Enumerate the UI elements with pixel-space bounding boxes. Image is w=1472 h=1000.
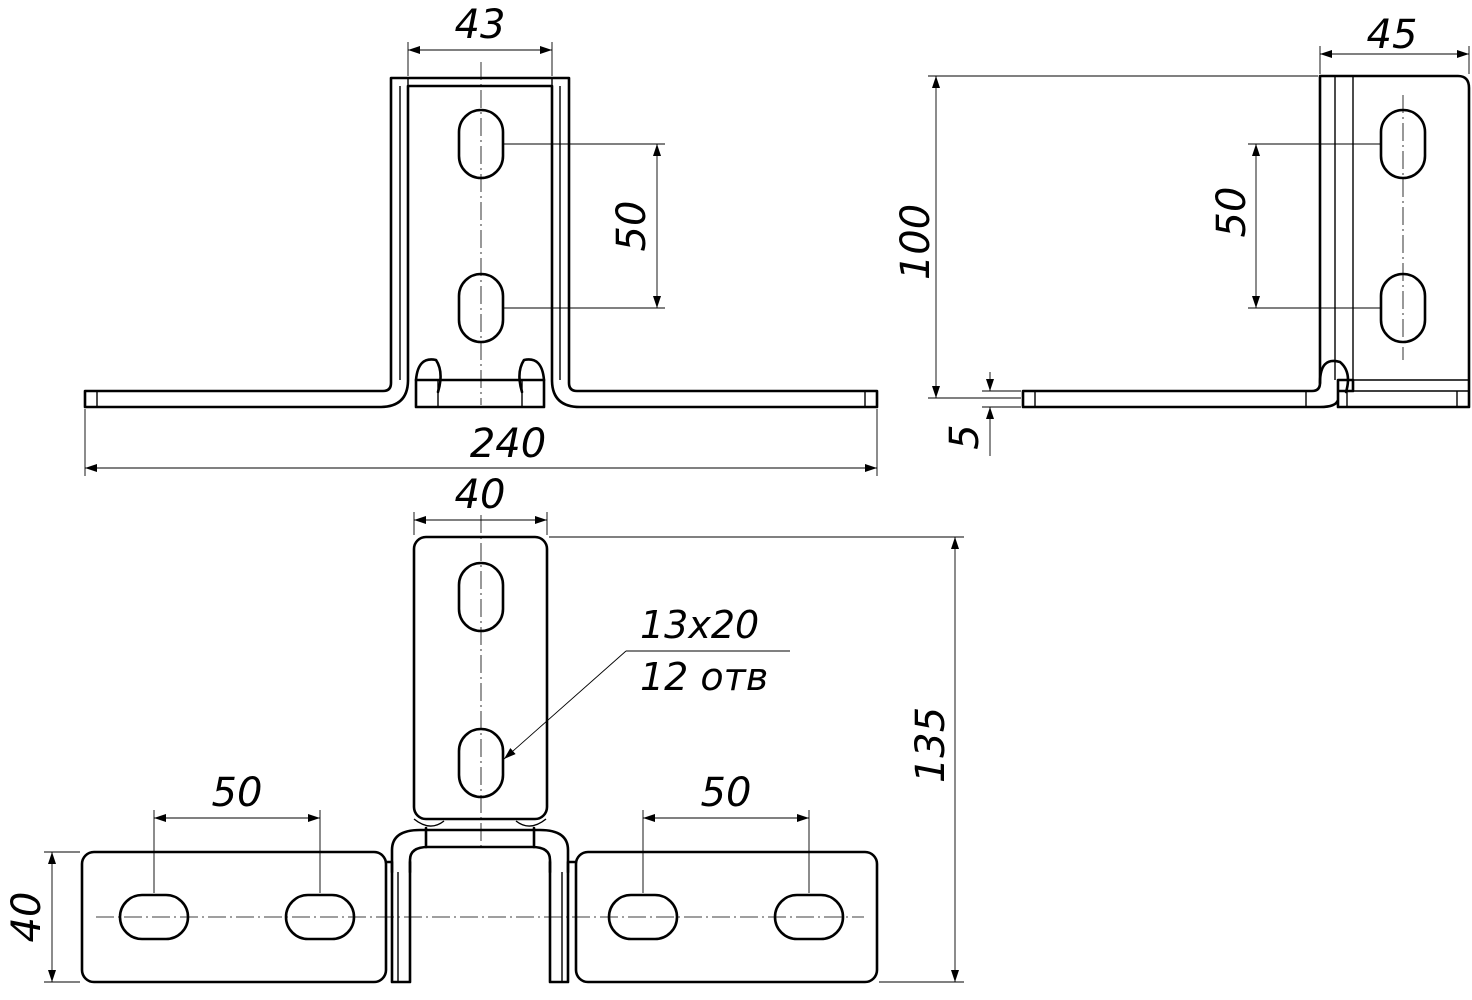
- side-view: 45 100 50 5: [893, 12, 1471, 456]
- side-depth-dimension: 45: [1367, 12, 1418, 58]
- plan-right-slot-pitch-dimension: 50: [701, 770, 752, 816]
- hole-count-note: 12 отв: [640, 655, 768, 699]
- front-view-outline: [83, 76, 879, 409]
- side-thickness-dimension: 5: [942, 424, 988, 449]
- side-slot-pitch-dimension: 50: [1209, 187, 1255, 238]
- plan-flange-width-dimension: 40: [4, 892, 50, 943]
- plan-view: 40 135 50 50 40 13x20 12 отв: [4, 472, 964, 984]
- side-view-outline: [1021, 74, 1471, 409]
- plan-upright-tab: [412, 535, 549, 821]
- side-height-dimension: 100: [893, 204, 939, 280]
- plan-upright-width-dimension: 40: [455, 472, 506, 518]
- front-view: 43 50 240: [83, 2, 879, 476]
- plan-left-slot-pitch-dimension: 50: [212, 770, 263, 816]
- plan-overall-length-dimension: 135: [908, 707, 954, 783]
- front-slot-pitch-dimension: 50: [609, 201, 655, 252]
- front-overall-length-dimension: 240: [470, 421, 546, 467]
- front-width-dimension: 43: [455, 2, 506, 48]
- hole-size-note: 13x20: [640, 603, 759, 647]
